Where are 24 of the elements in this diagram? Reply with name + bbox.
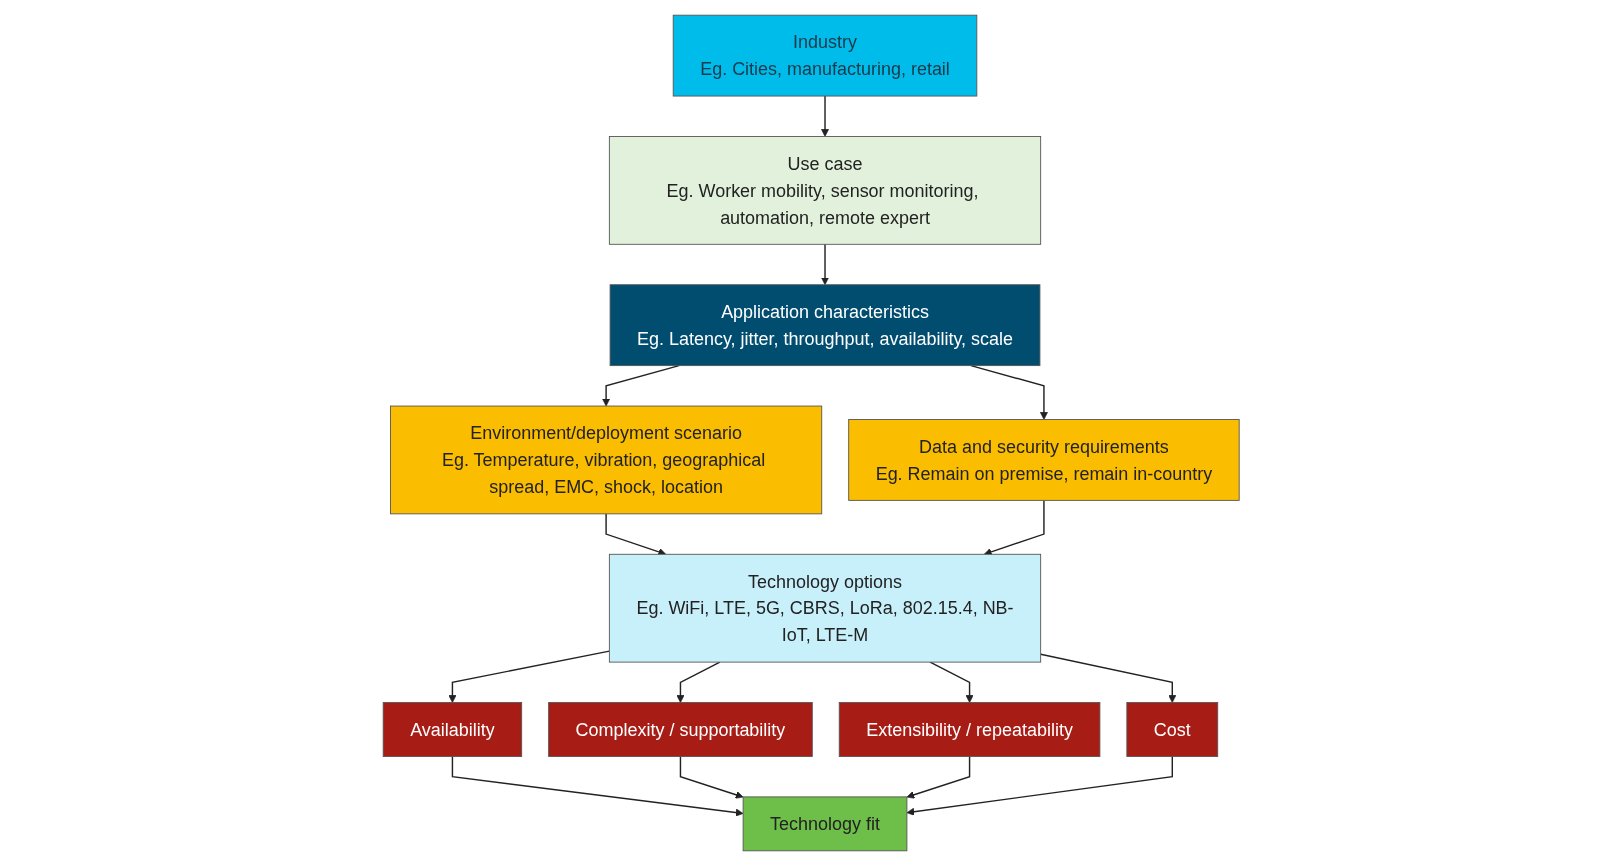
arrow <box>605 513 667 556</box>
node-box: Data and security requirements Eg. Remain on premise, remain in-country <box>848 419 1240 501</box>
arrow <box>984 499 1045 556</box>
node-box: Complexity / supportability <box>548 702 814 757</box>
arrow <box>680 755 744 799</box>
arrow <box>821 95 830 137</box>
arrow <box>821 243 830 286</box>
arrow <box>452 755 744 817</box>
arrow <box>906 755 1174 816</box>
arrow <box>970 364 1049 420</box>
arrow <box>448 650 611 703</box>
node-box: Cost <box>1126 702 1219 757</box>
arrow <box>929 661 974 703</box>
node-box: Industry Eg. Cities, manufacturing, retail <box>673 14 978 97</box>
arrow <box>1040 653 1177 703</box>
node-box: Technology fit <box>742 796 908 852</box>
arrow <box>906 755 971 799</box>
node-box: Use case Eg. Worker mobility, sensor monitoring, automation, remote expert <box>609 136 1042 245</box>
node-box: Extensibility / repeatability <box>839 702 1101 757</box>
node-box: Technology options Eg. WiFi, LTE, 5G, CBRS, LoRa, 802.15.4, NB-IoT, LTE-M <box>609 553 1042 663</box>
node-box: Environment/deployment scenario Eg. Temperature, vibration, geographical spread, EMC, shock, location <box>390 405 823 515</box>
node-box: Availability <box>383 702 523 757</box>
node-box: Application characteristics Eg. Latency, jitter, throughput, availability, scale <box>609 284 1041 367</box>
arrow <box>676 661 721 703</box>
